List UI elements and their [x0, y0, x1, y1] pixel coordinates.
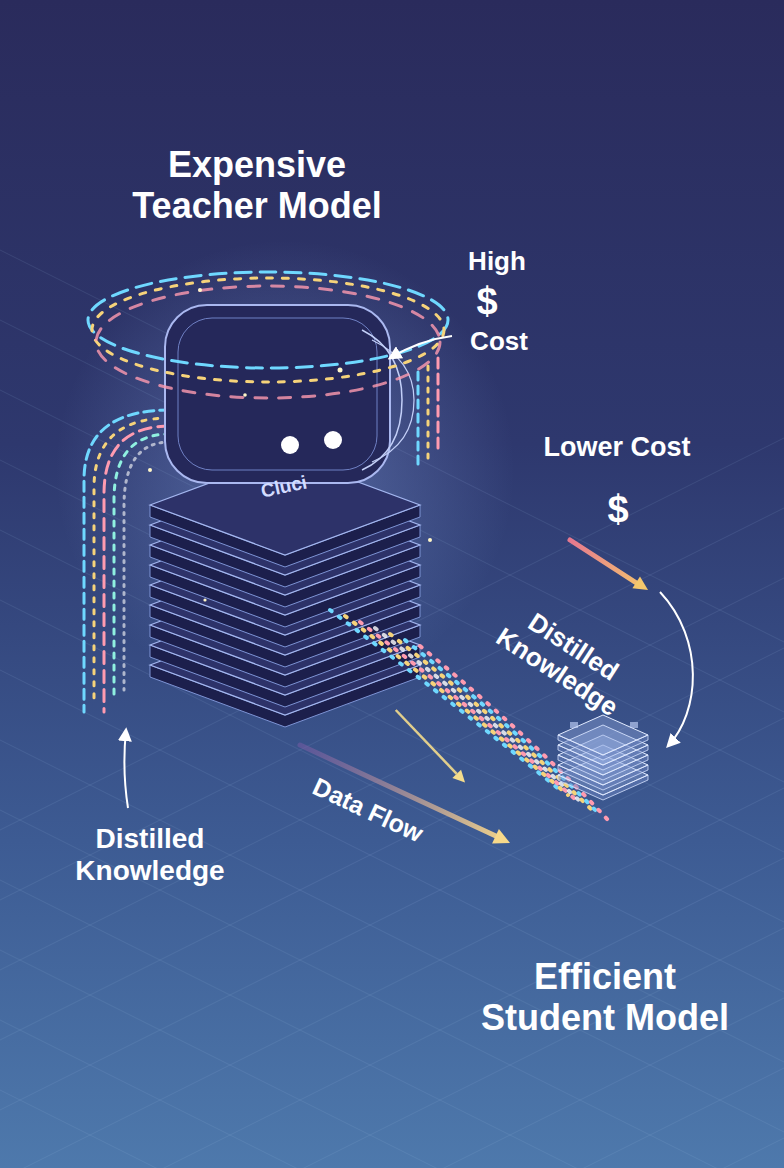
callout-arrows [124, 336, 692, 808]
lower-cost-arrow-part [570, 540, 638, 584]
sparkles [148, 288, 432, 602]
student-model: Efficient Student Model [465, 690, 745, 1060]
orbit-rings-part [92, 278, 444, 382]
edge-label: Distilled Knowledge [482, 591, 649, 728]
callout-arrows-part [124, 730, 128, 808]
orbit-rings-part [96, 286, 440, 398]
knowledge-connector [396, 710, 465, 783]
teacher-model: Expensive Teacher ModelCluci [60, 140, 455, 710]
right-drips-part [437, 358, 440, 450]
student-layer-stack-part [570, 722, 578, 728]
model-logo-text: Cluci [243, 468, 326, 506]
arrow-head [452, 770, 465, 783]
teacher-layer-stack [150, 455, 420, 727]
sparkles-part [148, 468, 152, 472]
model-heading: Expensive Teacher Model [107, 144, 407, 227]
right-drips-part [417, 372, 420, 470]
lower-cost-arrow-part [632, 577, 648, 591]
sparkles-part [428, 538, 432, 542]
sparkles-part [203, 598, 206, 601]
dollar-symbol: $ [462, 280, 512, 324]
teacher-head-part [165, 305, 390, 483]
right-drips-part [427, 366, 430, 462]
lower-cost-arrow [570, 540, 648, 590]
orbit-rings [88, 272, 448, 398]
callout-label: Distilled Knowledge [60, 823, 240, 887]
sparkles-part [198, 288, 202, 292]
orbit-rings-part [88, 272, 448, 368]
callout-arrows-part [660, 592, 693, 746]
right-drips [418, 358, 438, 470]
teacher-head-part [362, 330, 402, 470]
connector-line [396, 710, 457, 774]
teacher-head [165, 305, 414, 483]
sparkles-part [338, 368, 343, 373]
callout-arrows-part [390, 336, 452, 358]
cost-label: Lower Cost [522, 432, 712, 463]
dollar-symbol: $ [593, 488, 643, 532]
student-layer-stack-part [558, 715, 648, 760]
sparkles-part [243, 393, 247, 397]
data-flow-arrow-part [492, 829, 510, 844]
glow [55, 240, 515, 700]
cost-label: High [452, 247, 542, 277]
student-layer-stack [558, 715, 648, 800]
cost-label: Cost [454, 327, 544, 357]
model-heading: Efficient Student Model [465, 956, 745, 1039]
teacher-head-part [281, 436, 299, 454]
teacher-head-part [324, 431, 342, 449]
student-layer-stack-part [630, 722, 638, 728]
